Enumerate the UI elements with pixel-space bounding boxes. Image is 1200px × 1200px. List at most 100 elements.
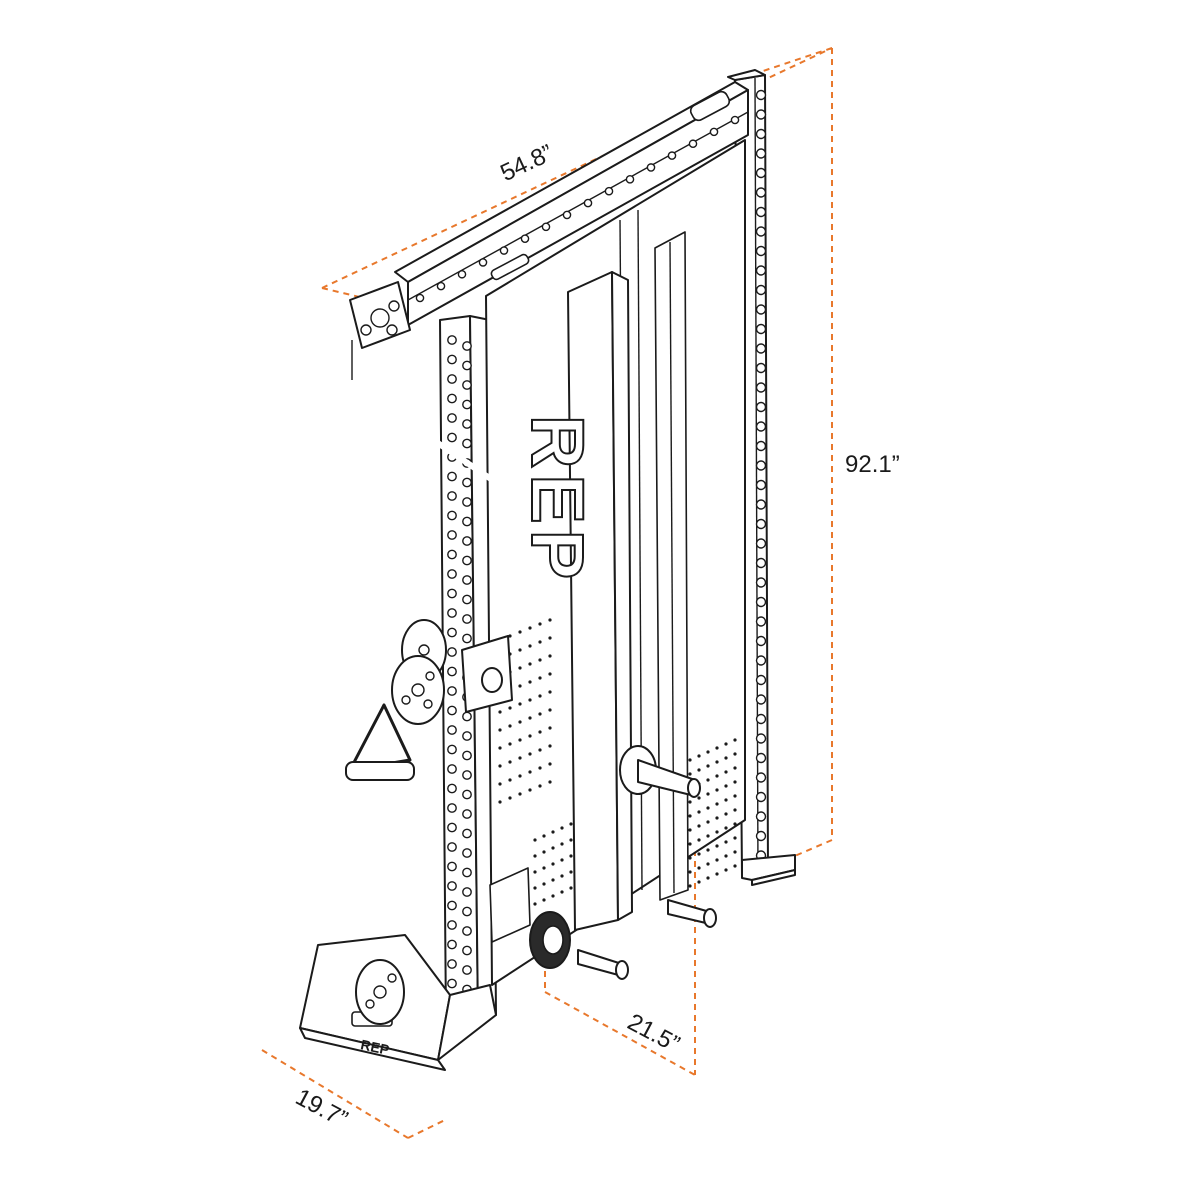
upright-hole — [755, 655, 767, 666]
crossbeam-hole — [457, 269, 467, 279]
upright-hole — [755, 811, 767, 822]
perforation-dot — [548, 636, 552, 640]
perforation-dot — [706, 806, 710, 810]
upright-hole — [462, 731, 472, 741]
upright-hole — [755, 479, 767, 491]
perforation-dot — [724, 854, 728, 858]
crossbeam-hole — [583, 198, 593, 208]
upright-hole — [755, 421, 767, 432]
perforation-dot — [706, 750, 710, 754]
perforation-dot — [533, 854, 537, 858]
upright-hole — [447, 530, 457, 540]
perforation-dot — [733, 780, 737, 784]
perforation-dot — [706, 848, 710, 852]
perforation-dot — [697, 824, 701, 828]
depth-dimension-label: 21.5” — [623, 1009, 684, 1059]
perforation-dot — [518, 648, 522, 652]
crossbeam-hole — [520, 234, 530, 243]
upright-hole — [755, 187, 767, 198]
upright-hole — [447, 725, 457, 735]
perforation-dot — [706, 820, 710, 824]
perforation-dot — [538, 748, 542, 752]
perforation-dot — [538, 694, 542, 698]
perforation-dot — [548, 618, 552, 622]
loading-pins — [529, 745, 717, 980]
perforation-dot — [542, 898, 546, 902]
perforation-dot — [538, 676, 542, 680]
perforation-dot — [538, 730, 542, 734]
perforation-dot — [508, 724, 512, 728]
upright-hole — [447, 978, 457, 989]
upright-hole — [755, 499, 767, 510]
perforation-dot — [508, 742, 512, 746]
upright-hole — [755, 343, 767, 354]
perforation-dot — [548, 708, 552, 712]
perforation-dot — [697, 768, 701, 772]
perforation-dot — [533, 870, 537, 874]
upright-hole — [447, 881, 457, 891]
perforation-dot — [528, 644, 532, 648]
upright-hole — [447, 627, 457, 638]
perforation-dot — [551, 894, 555, 898]
upright-hole — [447, 471, 457, 482]
perforation-dot — [560, 874, 564, 878]
perforation-dot — [569, 870, 573, 874]
upright-hole — [462, 341, 472, 351]
perforation-dot — [548, 780, 552, 784]
upright-hole — [755, 713, 767, 725]
perforation-dot — [542, 866, 546, 870]
upright-hole — [755, 772, 767, 783]
perforation-dot — [538, 622, 542, 626]
crossbeam-hole — [436, 281, 446, 291]
crossbeam-hole — [667, 151, 677, 160]
perforation-dot — [538, 766, 542, 770]
upright-hole — [462, 575, 472, 585]
perforation-dot — [518, 738, 522, 742]
perforation-dot — [733, 766, 737, 770]
upright-hole — [462, 516, 472, 527]
upright-hole — [447, 666, 457, 677]
perforation-dot — [715, 858, 719, 862]
perforation-dot — [706, 876, 710, 880]
perforation-dot — [528, 770, 532, 774]
upright-hole — [755, 304, 767, 315]
upright-hole — [447, 354, 457, 365]
crossbeam-hole — [541, 222, 551, 232]
perforation-dot — [548, 672, 552, 676]
upright-hole — [447, 920, 457, 930]
upright-hole — [755, 226, 767, 237]
perforation-dot — [498, 764, 502, 768]
upright-hole — [462, 867, 472, 878]
upright-hole — [447, 686, 457, 696]
width-dimension-label: 54.8” — [496, 139, 557, 187]
perforation-dot — [724, 756, 728, 760]
perforation-dot — [715, 774, 719, 778]
perforation-dot — [733, 836, 737, 840]
perforation-dot — [697, 880, 701, 884]
perforation-dot — [733, 752, 737, 756]
frame-logo-text: REP — [516, 415, 599, 585]
perforation-dot — [569, 854, 573, 858]
upright-hole — [462, 399, 472, 410]
upright-hole — [462, 809, 472, 819]
upright-hole — [447, 842, 457, 852]
perforation-dot — [508, 760, 512, 764]
perforation-dot — [542, 850, 546, 854]
perforation-dot — [518, 756, 522, 760]
upright-hole — [462, 594, 472, 605]
perforation-dot — [508, 778, 512, 782]
upright-hole — [447, 393, 457, 404]
upright-hole — [447, 939, 457, 950]
perforation-dot — [518, 702, 522, 706]
perforation-dot — [688, 758, 692, 762]
perforation-dot — [548, 762, 552, 766]
upright-hole — [447, 900, 457, 911]
perforation-dot — [715, 760, 719, 764]
perforation-dot — [498, 728, 502, 732]
crossbeam-hole — [625, 175, 635, 184]
upright-hole — [755, 148, 767, 159]
crossbeam-hole — [730, 115, 740, 125]
upright-hole — [462, 477, 472, 488]
upright-hole — [755, 616, 767, 627]
